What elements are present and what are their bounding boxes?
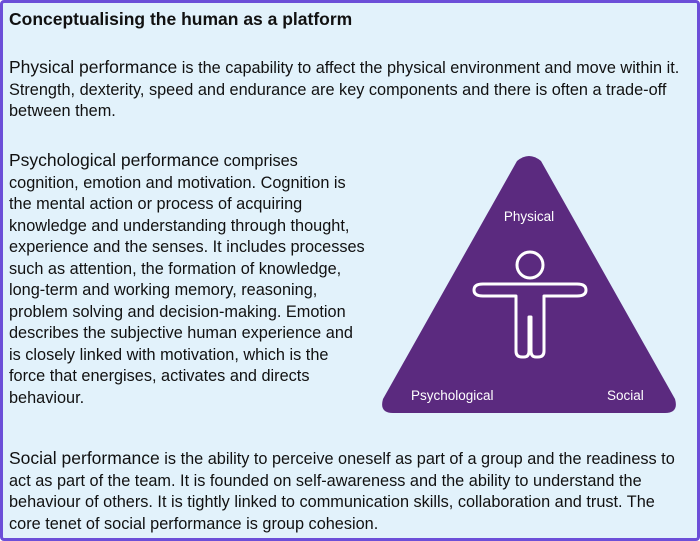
diagram-label-psychological: Psychological xyxy=(411,388,494,403)
diagram-label-physical: Physical xyxy=(504,209,554,224)
physical-term: Physical performance xyxy=(9,57,178,77)
page-title: Conceptualising the human as a platform xyxy=(9,9,353,29)
human-figure-icon xyxy=(472,250,588,359)
physical-text: is the capability to affect the physical… xyxy=(9,59,680,120)
diagram-label-social: Social xyxy=(607,388,644,403)
psychological-term: Psychological performance xyxy=(9,150,220,170)
social-paragraph: Social performance is the ability to per… xyxy=(9,448,681,535)
social-text: is the ability to perceive oneself as pa… xyxy=(9,450,675,533)
performance-triangle-diagram: Physical Psychological Social xyxy=(379,155,679,417)
physical-paragraph: Physical performance is the capability t… xyxy=(9,57,681,123)
psychological-paragraph: Psychological performance comprises cogn… xyxy=(9,150,369,409)
social-term: Social performance xyxy=(9,448,160,468)
psychological-text: comprises cognition, emotion and motivat… xyxy=(9,152,365,407)
